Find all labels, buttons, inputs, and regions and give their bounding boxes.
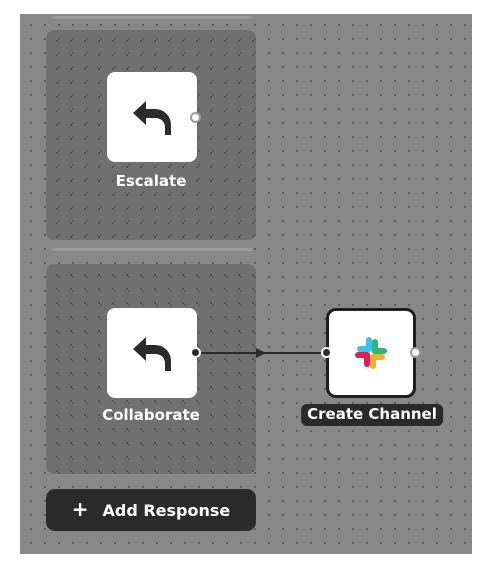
workflow-canvas[interactable]: Escalate Collaborate: [20, 14, 472, 554]
plus-icon: +: [71, 497, 89, 521]
add-response-button[interactable]: + Add Response: [46, 489, 256, 531]
create-channel-output-port[interactable]: [410, 347, 421, 358]
add-response-label: Add Response: [102, 500, 231, 520]
collaborate-group-panel: [46, 264, 256, 474]
group-divider: [52, 16, 252, 19]
reply-arrow-icon: [107, 72, 197, 162]
create-channel-node[interactable]: [326, 308, 416, 398]
edge-arrowhead-icon: [256, 348, 266, 358]
create-channel-node-label: Create Channel: [301, 404, 443, 426]
group-divider: [52, 248, 252, 251]
escalate-node[interactable]: [107, 72, 197, 162]
collaborate-node-label: Collaborate: [102, 406, 200, 424]
escalate-node-label: Escalate: [115, 172, 187, 190]
reply-arrow-icon: [107, 308, 197, 398]
escalate-output-port[interactable]: [190, 112, 201, 123]
create-channel-input-port[interactable]: [321, 347, 332, 358]
collaborate-output-port[interactable]: [190, 347, 201, 358]
slack-logo-icon: [329, 311, 413, 395]
collaborate-node[interactable]: [107, 308, 197, 398]
